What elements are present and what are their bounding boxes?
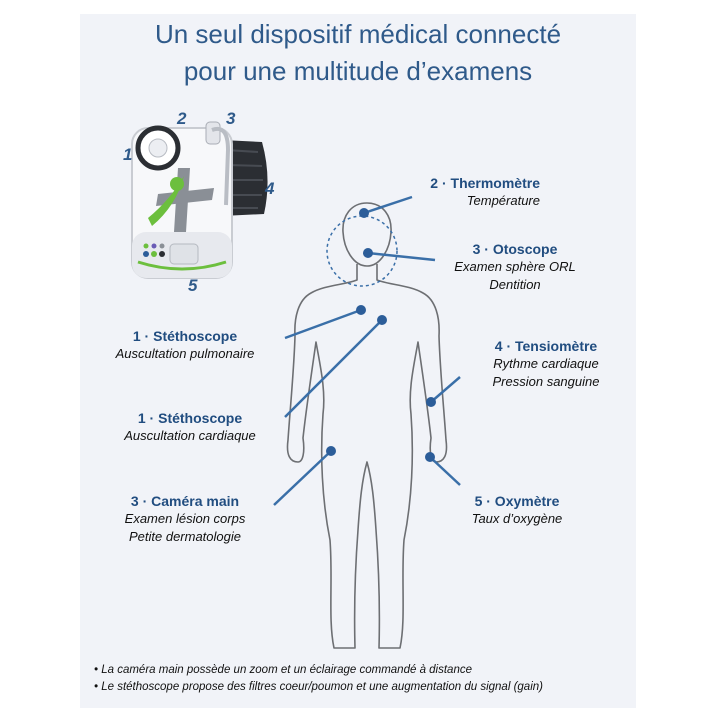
label-stetho-pulmo: 1 · Stéthoscope Auscultation pulmonaire: [95, 327, 275, 363]
label-camera: 3 · Caméra main Examen lésion corps Peti…: [98, 492, 272, 546]
hand-camera: [211, 127, 231, 206]
label-thermometre: 2 · Thermomètre Température: [380, 174, 540, 210]
title-line-1: Un seul dispositif médical connecté: [154, 19, 562, 49]
label-camera-heading: 3 · Caméra main: [130, 493, 240, 509]
dot-thermometre: [359, 208, 369, 218]
medical-device-illustration: [131, 121, 268, 279]
pointer-line-tensiometre: [430, 376, 461, 403]
dot-oxymetre: [425, 452, 435, 462]
dot-stetho-cardio: [377, 315, 387, 325]
tensiometer-cuff: [222, 140, 268, 216]
label-oxymetre-heading: 5 · Oxymètre: [474, 493, 560, 509]
pointer-line-stetho-cardio: [284, 319, 383, 418]
label-tensiometre-heading: 4 · Tensiomètre: [494, 338, 598, 354]
dot-tensiometre: [426, 397, 436, 407]
cross-logo-icon: [148, 168, 214, 232]
label-stetho-cardio: 1 · Stéthoscope Auscultation cardiaque: [100, 409, 280, 445]
device-number-2: 2: [177, 109, 187, 128]
device-number-4: 4: [265, 179, 275, 198]
thermometer-probe: [205, 121, 221, 145]
pointer-line-camera: [273, 450, 332, 506]
device-number-5: 5: [188, 276, 198, 295]
label-camera-line-2: Petite dermatologie: [128, 529, 241, 544]
label-thermometre-line-1: Température: [466, 193, 540, 208]
dot-otoscope: [363, 248, 373, 258]
label-thermometre-heading: 2 · Thermomètre: [430, 175, 540, 191]
dot-camera: [326, 446, 336, 456]
label-camera-line-1: Examen lésion corps: [124, 511, 246, 526]
pointer-line-stetho-pulmo: [284, 308, 362, 340]
device-number-3: 3: [226, 109, 236, 128]
label-stetho-cardio-heading: 1 · Stéthoscope: [137, 410, 243, 426]
title-line-2: pour une multitude d’examens: [183, 56, 533, 86]
label-tensiometre-line-2: Pression sanguine: [492, 374, 600, 389]
label-otoscope-line-1: Examen sphère ORL: [454, 259, 576, 274]
label-otoscope-heading: 3 · Otoscope: [472, 241, 558, 257]
label-tensiometre: 4 · Tensiomètre Rythme cardiaque Pressio…: [466, 337, 626, 391]
label-otoscope: 3 · Otoscope Examen sphère ORL Dentition: [430, 240, 600, 294]
label-stetho-pulmo-heading: 1 · Stéthoscope: [132, 328, 238, 344]
pointer-line-thermometre: [363, 195, 413, 215]
note-stethoscope: • Le stéthoscope propose des filtres coe…: [94, 681, 543, 693]
label-oxymetre-line-1: Taux d’oxygène: [471, 511, 563, 526]
pointer-line-oxymetre: [429, 456, 461, 486]
label-tensiometre-line-1: Rythme cardiaque: [493, 356, 599, 371]
label-stetho-pulmo-line-1: Auscultation pulmonaire: [115, 346, 255, 361]
label-otoscope-line-2: Dentition: [489, 277, 541, 292]
device-number-1: 1: [123, 145, 133, 164]
label-oxymetre: 5 · Oxymètre Taux d’oxygène: [452, 492, 582, 528]
dot-stetho-pulmo: [356, 305, 366, 315]
note-camera: • La caméra main possède un zoom et un é…: [94, 664, 472, 676]
label-stetho-cardio-line-1: Auscultation cardiaque: [124, 428, 256, 443]
pointer-line-otoscope: [367, 251, 436, 262]
human-body-outline: [286, 202, 448, 649]
